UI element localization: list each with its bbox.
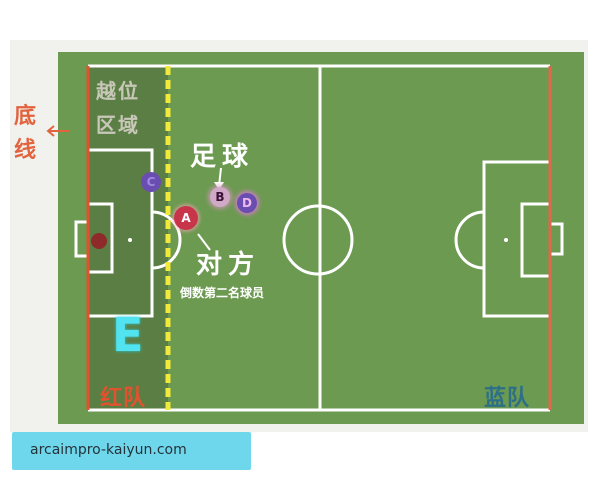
football-label: 足球 (190, 142, 255, 172)
player-c: C (141, 172, 161, 192)
blue-team-label: 蓝队 (484, 386, 531, 411)
player-b: B (210, 187, 230, 207)
football-icon (91, 233, 107, 249)
goal-line-label: 底 线 (13, 104, 36, 163)
red-team-label: 红队 (100, 386, 147, 411)
player-d: D (237, 193, 257, 213)
offside-zone-label: 越位 区域 (96, 79, 140, 137)
opponent-label: 对方 (196, 250, 261, 280)
watermark-bar[interactable]: arcaimpro-kaiyun.com (12, 432, 251, 470)
arrow-left-icon (46, 125, 70, 137)
opponent-sub-label: 倒数第二名球员 (180, 286, 265, 300)
watermark-url[interactable]: arcaimpro-kaiyun.com (30, 442, 187, 458)
player-a: A (174, 206, 198, 230)
pitch-lines (74, 64, 564, 412)
e-marker: E (112, 308, 144, 362)
